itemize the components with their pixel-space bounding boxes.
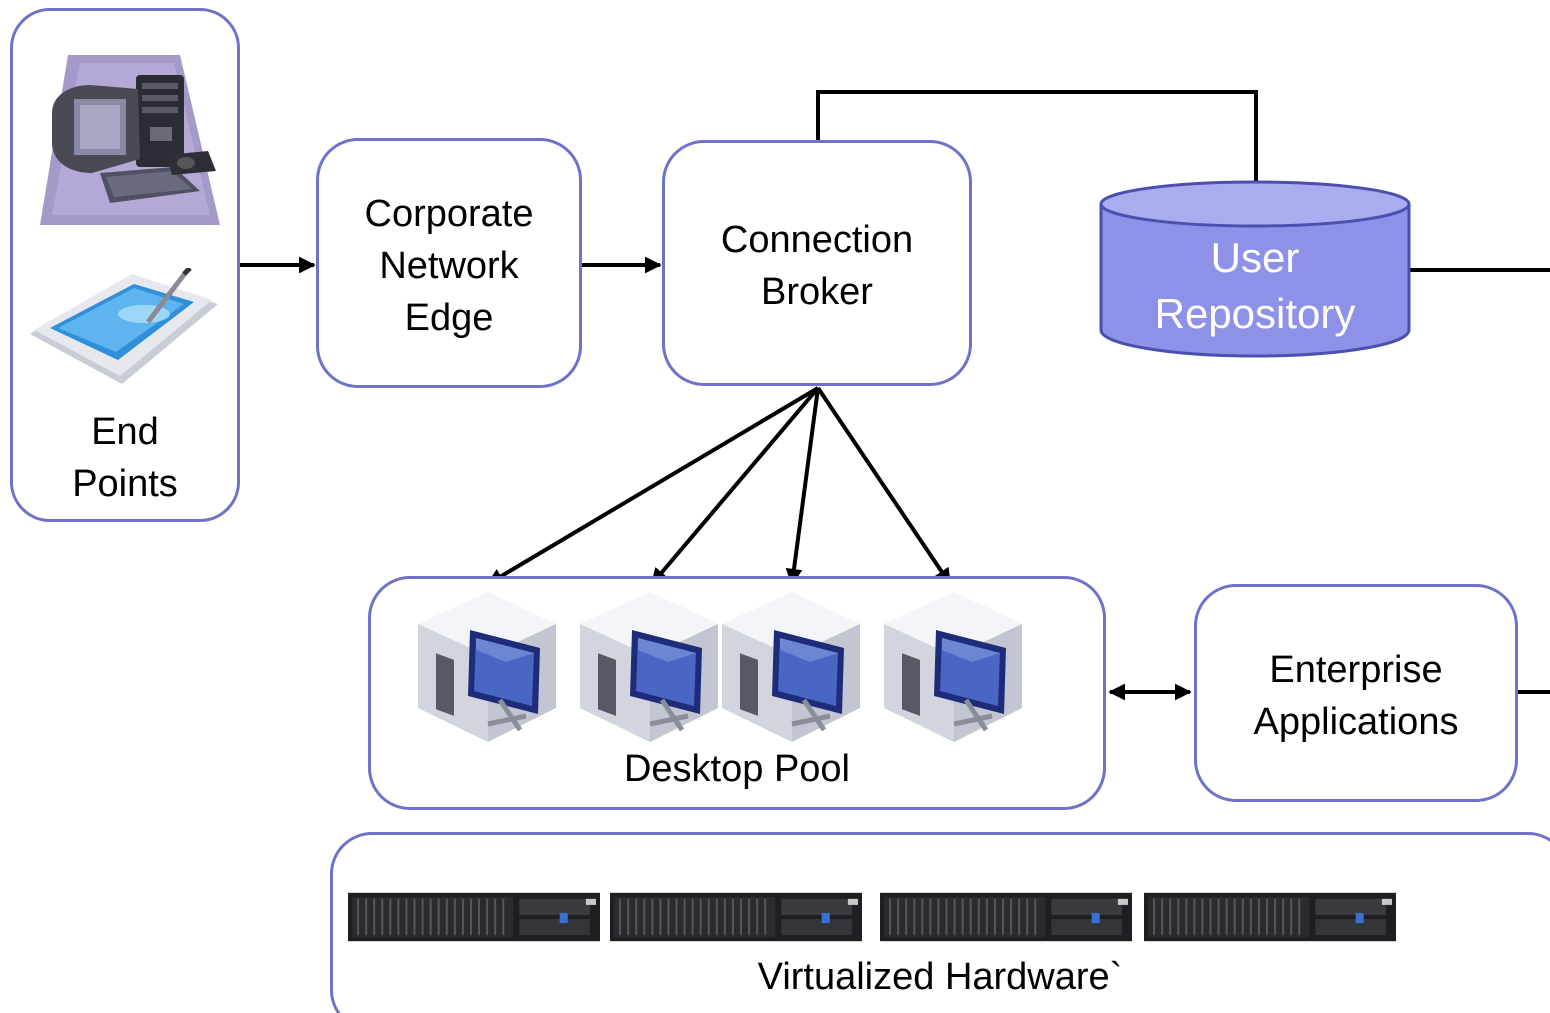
arrow-broker-to-desktop-2 bbox=[650, 386, 820, 586]
user-repository-line-1: User bbox=[1210, 234, 1300, 281]
database-cylinder-icon bbox=[1099, 180, 1411, 358]
enterprise-applications-line-2: Applications bbox=[1253, 701, 1459, 743]
virtual-desktop-cube-icon bbox=[578, 590, 720, 746]
end-points-line-1: End bbox=[91, 411, 159, 453]
enterprise-applications-label: Enterprise Applications bbox=[1194, 644, 1518, 748]
arrow-broker-to-desktop-3 bbox=[785, 387, 820, 586]
corporate-network-edge-line-3: Edge bbox=[404, 297, 494, 339]
line-broker-to-repository bbox=[816, 90, 1258, 188]
enterprise-applications-box bbox=[1194, 584, 1518, 802]
virtual-desktop-cube-icon bbox=[416, 590, 558, 746]
rack-server-icon bbox=[880, 892, 1132, 942]
corporate-network-edge-box bbox=[316, 138, 582, 388]
corporate-network-edge-line-2: Network bbox=[379, 245, 519, 287]
tablet-stylus-icon bbox=[30, 268, 218, 384]
rack-server-icon bbox=[348, 892, 600, 942]
end-points-line-2: Points bbox=[72, 463, 178, 505]
arrow-broker-to-desktop-4 bbox=[816, 386, 952, 586]
rack-server-icon bbox=[610, 892, 862, 942]
rack-server-icon bbox=[1144, 892, 1396, 942]
end-points-label: End Points bbox=[10, 406, 240, 510]
corporate-network-edge-label: Corporate Network Edge bbox=[316, 188, 582, 344]
arrow-broker-to-desktop-1 bbox=[486, 386, 820, 586]
connection-broker-label: Connection Broker bbox=[662, 214, 972, 318]
connection-broker-box bbox=[662, 140, 972, 386]
desktop-computer-icon bbox=[40, 55, 220, 225]
enterprise-applications-line-1: Enterprise bbox=[1269, 649, 1443, 691]
connection-broker-line-1: Connection bbox=[720, 219, 914, 261]
user-repository-line-2: Repository bbox=[1154, 290, 1356, 337]
virtualized-hardware-label: Virtualized Hardware` bbox=[757, 956, 1123, 998]
connection-broker-line-2: Broker bbox=[761, 271, 873, 313]
desktop-pool-label: Desktop Pool bbox=[623, 748, 850, 790]
user-repository-label: User Repository bbox=[1098, 230, 1412, 342]
corporate-network-edge-line-1: Corporate bbox=[364, 193, 534, 235]
virtual-desktop-cube-icon bbox=[882, 590, 1024, 746]
virtual-desktop-cube-icon bbox=[720, 590, 862, 746]
